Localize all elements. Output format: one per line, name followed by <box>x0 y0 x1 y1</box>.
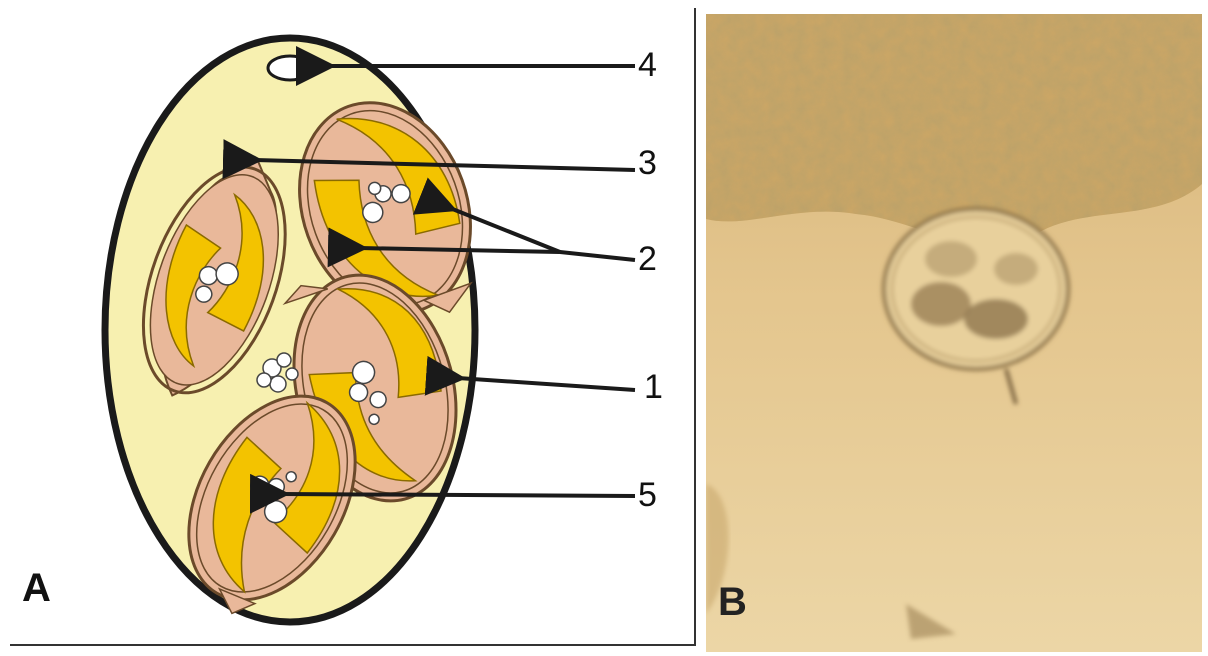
panel-b-letter: B <box>718 580 747 625</box>
callout-label-5: 5 <box>638 476 657 515</box>
micropyle <box>268 56 312 80</box>
leader-line-5 <box>282 494 635 496</box>
micrograph-image <box>706 14 1202 652</box>
panel-a-diagram <box>10 8 696 646</box>
panel-a-letter: A <box>22 566 51 611</box>
callout-label-3: 3 <box>638 144 657 183</box>
callout-label-4: 4 <box>638 46 657 85</box>
callout-label-2: 2 <box>638 240 657 279</box>
oocyst-diagram <box>10 8 696 646</box>
panel-b-micrograph <box>706 14 1202 652</box>
leader-line-2 <box>560 252 635 260</box>
leader-line-1 <box>458 378 635 390</box>
callout-label-1: 1 <box>644 368 663 407</box>
